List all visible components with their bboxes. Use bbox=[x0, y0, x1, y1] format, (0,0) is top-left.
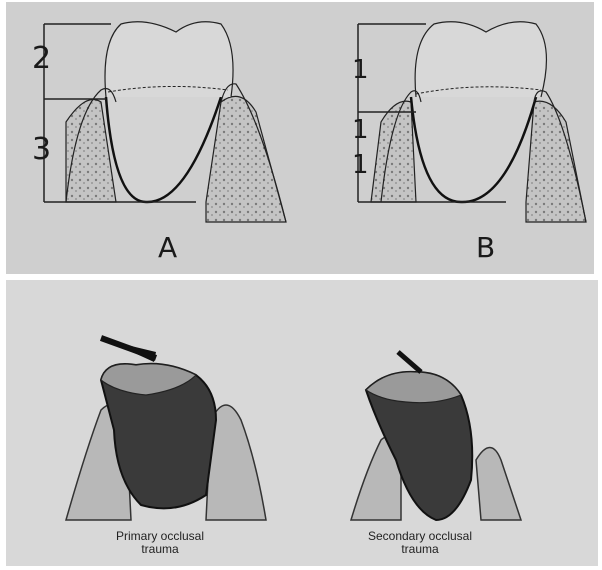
secondary-trauma-caption: Secondary occlusal trauma bbox=[350, 530, 490, 556]
crown-root-ratio-panel: 2 3 A 1 1 1 B bbox=[6, 2, 594, 274]
measure-label-1-bottom: 1 bbox=[352, 152, 369, 178]
secondary-trauma-tooth bbox=[351, 352, 521, 520]
diagram-b-tooth bbox=[358, 22, 586, 222]
measure-label-1-mid: 1 bbox=[352, 117, 369, 143]
panel-a-label: A bbox=[158, 234, 177, 262]
crown-root-diagrams bbox=[6, 2, 594, 274]
occlusal-trauma-diagrams bbox=[6, 280, 598, 566]
secondary-trauma-caption-line1: Secondary occlusal bbox=[368, 529, 472, 543]
panel-b-label: B bbox=[476, 234, 495, 262]
measure-label-3: 3 bbox=[32, 135, 51, 165]
primary-trauma-caption-line2: trauma bbox=[141, 542, 178, 556]
measure-label-2: 2 bbox=[32, 44, 51, 74]
primary-trauma-caption: Primary occlusal trauma bbox=[90, 530, 230, 556]
secondary-trauma-caption-line2: trauma bbox=[401, 542, 438, 556]
primary-trauma-tooth bbox=[66, 338, 266, 520]
measure-label-1-top: 1 bbox=[352, 57, 369, 83]
occlusal-trauma-panel: Primary occlusal trauma Secondary occlus… bbox=[6, 280, 598, 566]
diagram-a-tooth bbox=[44, 22, 286, 222]
primary-trauma-caption-line1: Primary occlusal bbox=[116, 529, 204, 543]
